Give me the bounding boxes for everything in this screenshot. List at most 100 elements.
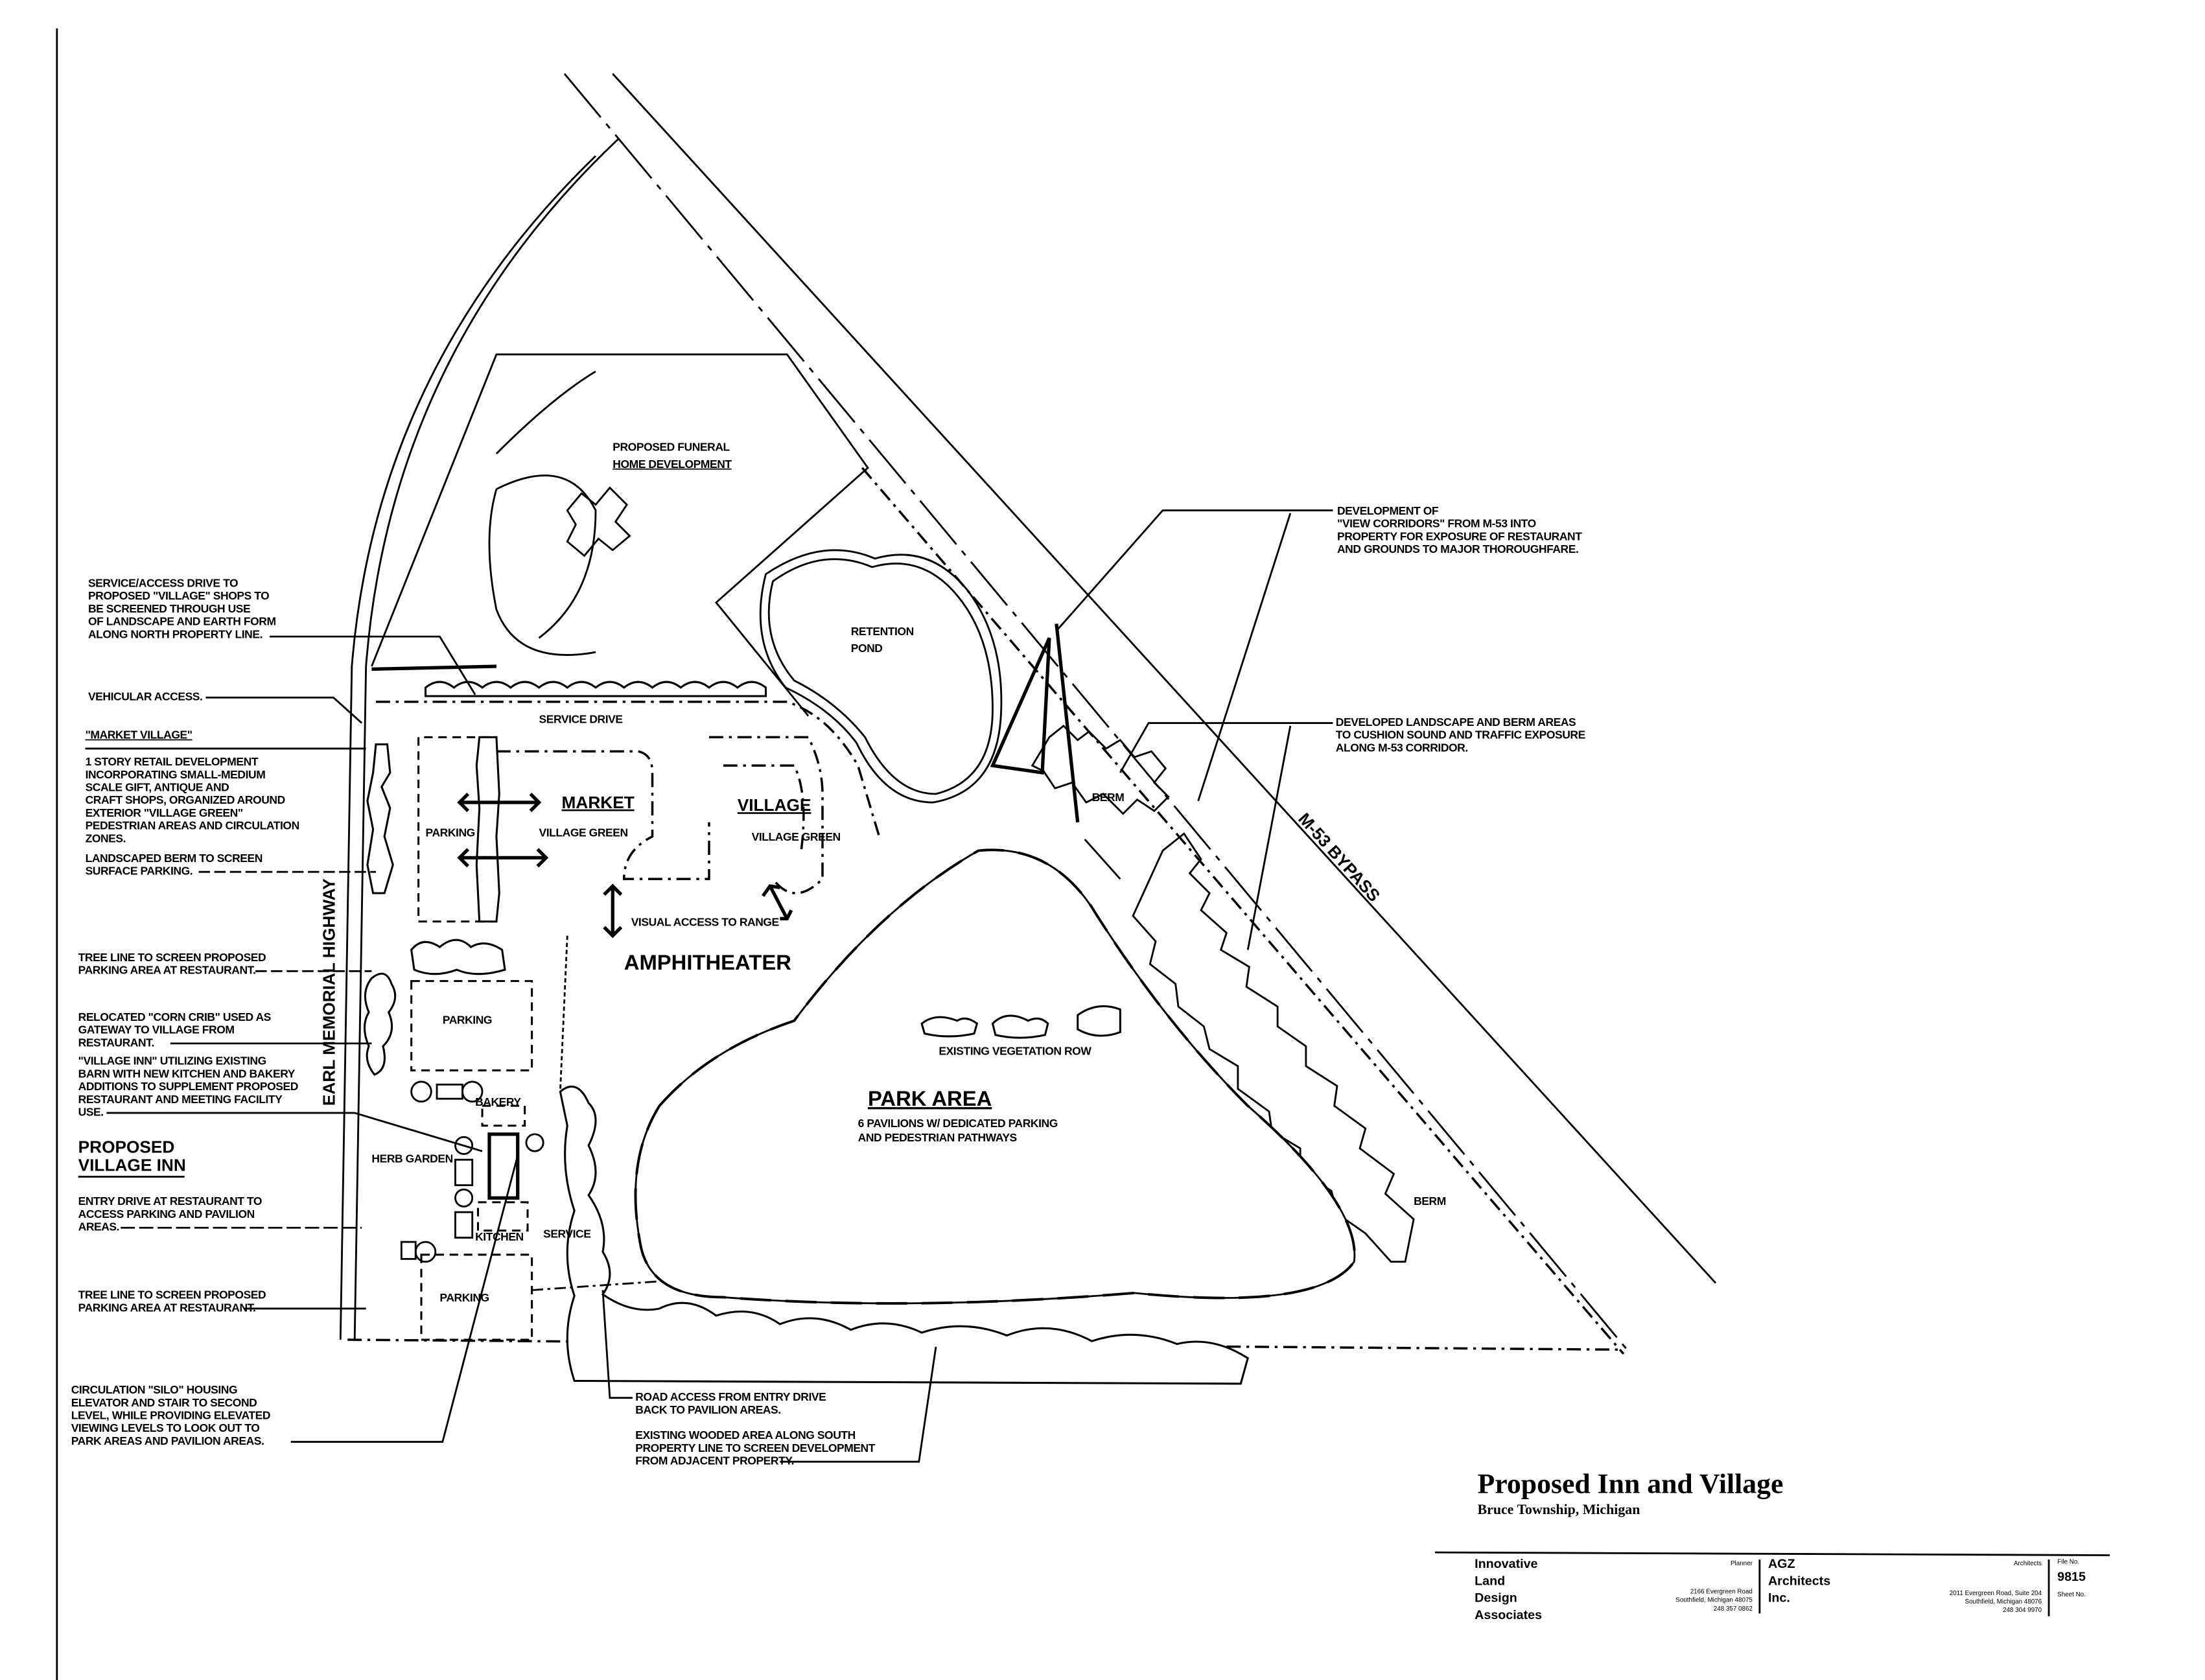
svg-text:File No.: File No.	[2057, 1559, 2079, 1566]
park-area-label: PARK AREA	[868, 1086, 992, 1110]
svg-text:BACK TO PAVILION AREAS.: BACK TO PAVILION AREAS.	[635, 1403, 780, 1416]
kitchen-addition	[476, 1201, 529, 1232]
silo-circulation	[525, 1133, 544, 1152]
svg-text:PARKING AREA AT RESTAURANT.: PARKING AREA AT RESTAURANT.	[78, 964, 256, 977]
svg-text:"VIEW CORRIDORS" FROM M-53 INT: "VIEW CORRIDORS" FROM M-53 INTO	[1337, 517, 1536, 530]
annotation-proposed-inn: PROPOSED VILLAGE INN	[78, 1137, 186, 1178]
svg-text:2166 Evergreen Road: 2166 Evergreen Road	[1690, 1589, 1753, 1596]
annotation-service-access: SERVICE/ACCESS DRIVE TO PROPOSED "VILLAG…	[88, 577, 476, 695]
service-drive	[375, 700, 881, 837]
svg-text:PROPOSED "VILLAGE" SHOPS TO: PROPOSED "VILLAGE" SHOPS TO	[88, 589, 269, 602]
annotation-wooded-area: EXISTING WOODED AREA ALONG SOUTH PROPERT…	[635, 1346, 937, 1467]
annotation-tree-line-1: TREE LINE TO SCREEN PROPOSED PARKING ARE…	[78, 951, 372, 977]
svg-text:Southfield, Michigan 48076: Southfield, Michigan 48076	[1965, 1598, 2042, 1605]
annotation-tree-line-2: TREE LINE TO SCREEN PROPOSED PARKING ARE…	[78, 1289, 366, 1314]
service-label: SERVICE	[543, 1228, 590, 1241]
parking-label-3: PARKING	[439, 1291, 489, 1304]
svg-text:ROAD ACCESS FROM ENTRY DRIVE: ROAD ACCESS FROM ENTRY DRIVE	[635, 1390, 826, 1403]
svg-text:"VILLAGE INN" UTILIZING EXISTI: "VILLAGE INN" UTILIZING EXISTING	[78, 1055, 266, 1068]
svg-text:AREAS.: AREAS.	[78, 1220, 119, 1233]
vegetation-row	[920, 1005, 1121, 1039]
svg-text:Architects: Architects	[1768, 1574, 1830, 1588]
svg-text:VEHICULAR ACCESS.: VEHICULAR ACCESS.	[88, 690, 202, 703]
m53-bypass-road	[563, 73, 1717, 1355]
svg-text:AND GROUNDS TO MAJOR THOROUGHF: AND GROUNDS TO MAJOR THOROUGHFARE.	[1337, 542, 1578, 555]
svg-text:Sheet No.: Sheet No.	[2057, 1591, 2086, 1598]
bakery-label: BAKERY	[475, 1095, 521, 1108]
annotation-view-corridors: DEVELOPMENT OF "VIEW CORRIDORS" FROM M-5…	[1055, 504, 1583, 802]
berm-north	[1031, 725, 1170, 815]
svg-text:248 304 9970: 248 304 9970	[2003, 1607, 2042, 1614]
svg-text:PARKING AREA AT RESTAURANT.: PARKING AREA AT RESTAURANT.	[78, 1301, 256, 1314]
village-label: VILLAGE	[738, 795, 811, 815]
svg-text:2011 Evergreen Road, Suite 204: 2011 Evergreen Road, Suite 204	[1950, 1590, 2042, 1597]
svg-text:PROPERTY FOR EXPOSURE OF RESTA: PROPERTY FOR EXPOSURE OF RESTAURANT	[1337, 530, 1582, 542]
svg-text:ZONES.: ZONES.	[86, 832, 126, 845]
svg-text:PROPOSED: PROPOSED	[78, 1137, 175, 1156]
village-building	[709, 736, 824, 894]
annotation-market-village: "MARKET VILLAGE" 1 STORY RETAIL DEVELOPM…	[85, 729, 366, 845]
svg-text:ALONG M-53 CORRIDOR.: ALONG M-53 CORRIDOR.	[1336, 741, 1468, 754]
svg-text:VIEWING LEVELS TO LOOK OUT TO: VIEWING LEVELS TO LOOK OUT TO	[71, 1421, 260, 1434]
svg-text:ACCESS PARKING AND PAVILION: ACCESS PARKING AND PAVILION	[78, 1208, 255, 1220]
drawing-subtitle: Bruce Township, Michigan	[1478, 1502, 1640, 1517]
svg-text:ALONG NORTH PROPERTY LINE.: ALONG NORTH PROPERTY LINE.	[88, 627, 262, 640]
svg-text:PEDESTRIAN AREAS AND CIRCULATI: PEDESTRIAN AREAS AND CIRCULATION	[86, 819, 299, 832]
svg-text:9815: 9815	[2057, 1570, 2086, 1584]
svg-text:POND: POND	[851, 642, 883, 655]
svg-text:Architects: Architects	[2014, 1560, 2042, 1567]
funeral-home-drive	[488, 370, 597, 656]
service-drive-label: SERVICE DRIVE	[539, 713, 623, 726]
svg-text:VILLAGE INN: VILLAGE INN	[78, 1156, 186, 1175]
svg-text:TO CUSHION SOUND AND TRAFFIC E: TO CUSHION SOUND AND TRAFFIC EXPOSURE	[1336, 729, 1585, 741]
svg-text:OF LANDSCAPE AND EARTH FORM: OF LANDSCAPE AND EARTH FORM	[88, 615, 276, 628]
svg-text:CRAFT SHOPS, ORGANIZED AROUND: CRAFT SHOPS, ORGANIZED AROUND	[86, 793, 285, 806]
annotation-berm-areas: DEVELOPED LANDSCAPE AND BERM AREAS TO CU…	[1119, 716, 1585, 950]
parking-label-2: PARKING	[443, 1013, 492, 1026]
parking-label-1: PARKING	[426, 826, 475, 839]
funeral-home-building	[566, 486, 631, 557]
corn-crib-gateway	[400, 1080, 484, 1263]
svg-text:EXTERIOR "VILLAGE GREEN": EXTERIOR "VILLAGE GREEN"	[86, 806, 243, 819]
svg-text:GATEWAY TO VILLAGE FROM: GATEWAY TO VILLAGE FROM	[78, 1023, 235, 1036]
herb-garden-label: HERB GARDEN	[371, 1152, 452, 1165]
tree-line-north	[410, 939, 506, 975]
svg-text:PARK AREAS AND PAVILION AREAS.: PARK AREAS AND PAVILION AREAS.	[71, 1434, 264, 1447]
svg-text:INCORPORATING SMALL-MEDIUM: INCORPORATING SMALL-MEDIUM	[86, 768, 266, 781]
svg-text:Innovative: Innovative	[1475, 1557, 1537, 1571]
svg-text:BE SCREENED THROUGH USE: BE SCREENED THROUGH USE	[88, 602, 250, 615]
visual-access-label: VISUAL ACCESS TO RANGE	[631, 915, 779, 928]
walkway-arrows	[457, 793, 793, 939]
funeral-home-parcel	[371, 353, 869, 717]
svg-text:LANDSCAPED BERM TO SCREEN: LANDSCAPED BERM TO SCREEN	[86, 852, 262, 865]
svg-text:RESTAURANT.: RESTAURANT.	[78, 1036, 154, 1049]
svg-text:RETENTION: RETENTION	[851, 625, 914, 638]
road-label-earl-memorial: EARL MEMORIAL HIGHWAY	[320, 878, 339, 1106]
svg-text:DEVELOPED LANDSCAPE AND BERM A: DEVELOPED LANDSCAPE AND BERM AREAS	[1336, 716, 1576, 729]
annotation-corn-crib: RELOCATED "CORN CRIB" USED AS GATEWAY TO…	[78, 1010, 372, 1049]
market-label: MARKET	[562, 793, 635, 812]
funeral-home-label: PROPOSED FUNERAL HOME DEVELOPMENT	[612, 441, 732, 471]
svg-text:SCALE GIFT, ANTIQUE AND: SCALE GIFT, ANTIQUE AND	[86, 781, 229, 794]
earl-memorial-highway-road	[339, 138, 619, 1340]
north-property-line	[371, 664, 496, 671]
svg-text:Associates: Associates	[1475, 1608, 1542, 1622]
existing-barn-inn	[487, 1132, 520, 1200]
svg-text:Southfield, Michigan 48075: Southfield, Michigan 48075	[1675, 1597, 1753, 1604]
svg-text:6 PAVILIONS W/ DEDICATED PARKI: 6 PAVILIONS W/ DEDICATED PARKING	[858, 1117, 1058, 1130]
amphitheater-label: AMPHITHEATER	[624, 950, 791, 974]
svg-text:ENTRY DRIVE AT RESTAURANT TO: ENTRY DRIVE AT RESTAURANT TO	[78, 1195, 262, 1208]
village-green-label-2: VILLAGE GREEN	[752, 830, 841, 843]
annotation-road-access: ROAD ACCESS FROM ENTRY DRIVE BACK TO PAV…	[601, 1290, 826, 1416]
annotation-silo: CIRCULATION "SILO" HOUSING ELEVATOR AND …	[71, 1155, 519, 1447]
retention-pond-label: RETENTION POND	[851, 625, 915, 655]
svg-text:TREE LINE TO SCREEN PROPOSED: TREE LINE TO SCREEN PROPOSED	[78, 1289, 266, 1301]
svg-text:PROPOSED FUNERAL: PROPOSED FUNERAL	[612, 441, 730, 454]
svg-text:FROM ADJACENT PROPERTY.: FROM ADJACENT PROPERTY.	[635, 1454, 794, 1467]
drawing-title: Proposed Inn and Village	[1478, 1468, 1784, 1499]
svg-text:Design: Design	[1475, 1591, 1517, 1605]
parking-lot-3	[420, 1254, 533, 1341]
svg-text:Planner: Planner	[1731, 1560, 1753, 1567]
svg-text:EXISTING WOODED AREA ALONG SOU: EXISTING WOODED AREA ALONG SOUTH	[635, 1429, 856, 1441]
